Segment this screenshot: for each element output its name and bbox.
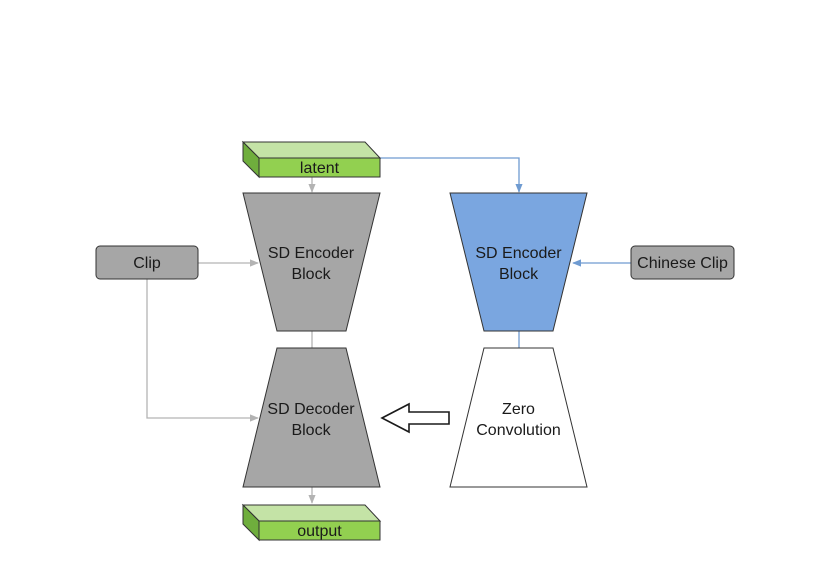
clip-node: Clip [95, 245, 199, 280]
chinese-clip-node: Chinese Clip [630, 245, 735, 280]
zero-convolution-block: Zero Convolution [449, 347, 588, 488]
zero-convolution-line1: Zero [502, 401, 535, 418]
latent-to-copy-encoder-arrow [378, 157, 523, 193]
clip-to-decoder-arrow [146, 279, 259, 422]
zero-convolution-line2: Convolution [476, 422, 561, 439]
sd-encoder-main-line2: Block [291, 266, 331, 283]
sd-encoder-copy-line1: SD Encoder [475, 245, 562, 262]
sd-decoder-main-line2: Block [291, 422, 331, 439]
zero-conv-to-decoder-arrow [380, 402, 450, 434]
latent-label: latent [300, 160, 340, 177]
output-label: output [297, 523, 342, 540]
clip-label: Clip [133, 255, 161, 272]
chinese-clip-label: Chinese Clip [637, 255, 728, 272]
sd-encoder-block-copy: SD Encoder Block [449, 192, 588, 332]
latent-node: latent [241, 140, 382, 179]
output-node: output [241, 503, 382, 542]
sd-decoder-block-main: SD Decoder Block [242, 347, 381, 488]
sd-decoder-main-line1: SD Decoder [267, 401, 355, 418]
sd-encoder-main-line1: SD Encoder [268, 245, 355, 262]
sd-encoder-block-main: SD Encoder Block [242, 192, 381, 332]
sd-encoder-copy-line2: Block [499, 266, 539, 283]
